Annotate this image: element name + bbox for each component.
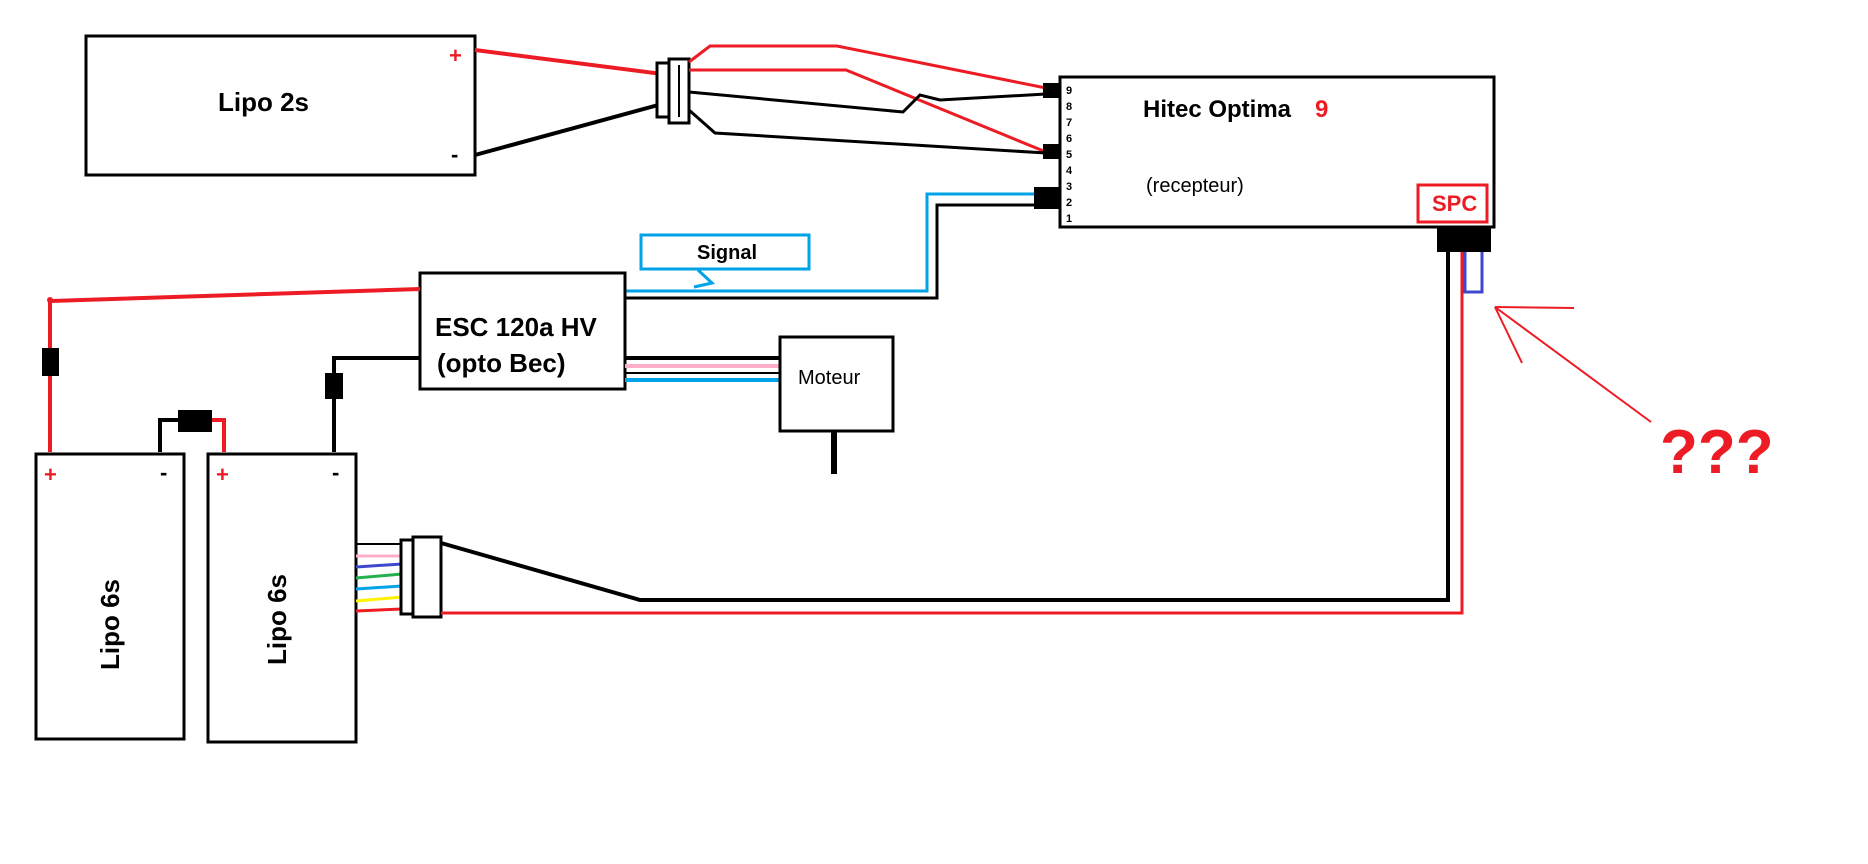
lipo-6s-a-label: Lipo 6s [95, 579, 125, 670]
lipo-2s-battery: Lipo 2s + - [84, 34, 477, 177]
receiver-pin-numbers: 9 8 7 6 5 4 3 2 1 [1066, 85, 1073, 225]
pin-5: 5 [1066, 149, 1072, 161]
lipo-2s-label: Lipo 2s [218, 87, 309, 117]
lipo-6s-battery-b: + - Lipo 6s [206, 452, 358, 744]
lipo-2s-wires [474, 48, 663, 157]
lipo-2s-plus: + [449, 43, 462, 68]
receiver-name: Hitec Optima [1143, 96, 1292, 123]
lipo-6s-a-minus: - [160, 460, 167, 485]
lipo-2s-minus: - [451, 142, 458, 167]
spc-label: SPC [1432, 191, 1477, 216]
receiver-number: 9 [1315, 96, 1328, 123]
pin-2: 2 [1066, 197, 1072, 209]
balance-lead-wires [355, 543, 403, 613]
lipo-6s-b-label: Lipo 6s [262, 574, 292, 665]
signal-label: Signal [697, 242, 757, 264]
esc-signal-wires [625, 192, 1034, 300]
pin-3: 3 [1066, 181, 1072, 193]
signal-callout: Signal [639, 233, 811, 289]
esc-label-line2: (opto Bec) [437, 348, 566, 378]
series-link [158, 410, 226, 452]
spc-port-label-box [1416, 183, 1489, 224]
receiver-power-wires [688, 44, 1047, 155]
pin-4: 4 [1066, 165, 1073, 177]
balance-connector [399, 535, 443, 619]
pin-1: 1 [1066, 213, 1072, 225]
pin-7: 7 [1066, 117, 1072, 129]
esc-power-wires [42, 287, 421, 452]
pin-6: 6 [1066, 133, 1072, 145]
lipo-6s-a-plus: + [44, 462, 57, 487]
lipo-2s-connector [655, 57, 691, 125]
esc-label-line1: ESC 120a HV [435, 312, 598, 342]
question-marks: ??? [1660, 418, 1774, 487]
lipo-6s-battery-a: + - Lipo 6s [34, 452, 186, 741]
receiver-subtitle: (recepteur) [1146, 175, 1244, 197]
lipo-6s-b-plus: + [216, 462, 229, 487]
spc-plug [1437, 228, 1491, 252]
motor-box: Moteur [778, 335, 895, 474]
receiver-box: Hitec Optima 9 (recepteur) SPC 9 8 7 6 5… [1034, 75, 1496, 252]
receiver-plug-ch5 [1043, 144, 1060, 159]
pin-8: 8 [1066, 101, 1072, 113]
receiver-plug-ch2 [1034, 187, 1060, 209]
motor-wires [625, 356, 780, 382]
spc-wires [440, 252, 1484, 615]
esc-box: ESC 120a HV (opto Bec) [418, 271, 627, 391]
receiver-plug-ch9 [1043, 83, 1060, 98]
pin-9: 9 [1066, 85, 1072, 97]
question-callout: ??? [1494, 306, 1774, 487]
lipo-6s-b-minus: - [332, 460, 339, 485]
motor-label: Moteur [798, 367, 861, 389]
